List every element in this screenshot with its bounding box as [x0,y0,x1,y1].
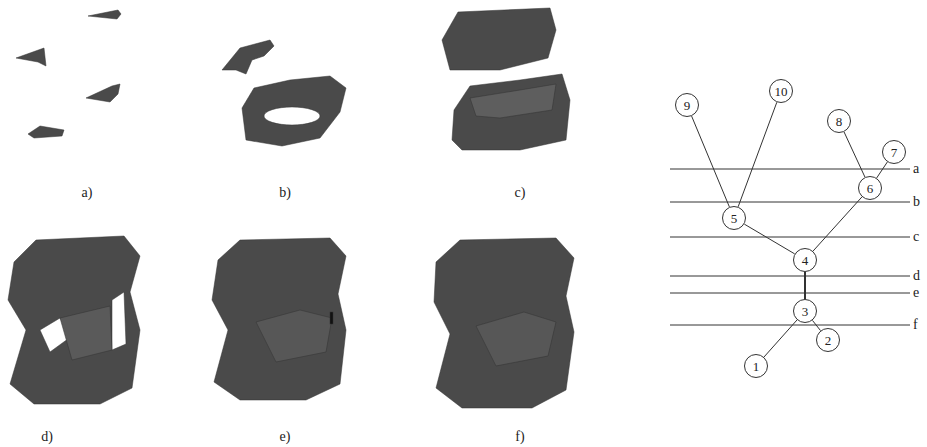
mesh-shade [60,306,112,360]
mesh-fragments [8,8,574,408]
tree-node-circle: 3 [793,299,817,323]
panel-caption: e) [280,430,291,444]
mesh-fragment [86,84,120,102]
mesh-cube [8,236,140,404]
tree-node-circle: 4 [793,248,817,272]
tree-edge [812,320,820,330]
tree-node-circle: 5 [722,206,746,230]
tree-edge [738,102,777,206]
tree-node-circle: 10 [769,79,793,103]
tree-edge [813,197,862,251]
tree-edge [804,272,806,299]
tree-node-circle: 8 [827,109,851,133]
panel-caption: f) [515,430,524,444]
level-line [670,237,910,238]
node-number: 3 [802,305,809,318]
level-line [670,293,910,294]
mesh-fragment [222,40,274,74]
level-label: a [913,162,919,176]
node-number: 7 [891,146,898,159]
tree-edge [692,116,730,207]
mesh-fragment [88,10,121,19]
node-number: 10 [775,85,788,98]
level-line [670,202,910,203]
level-label: e [913,286,919,300]
node-number: 4 [802,254,809,267]
tree-edge [744,224,794,254]
node-number: 8 [836,115,843,128]
mesh-shade [470,84,556,118]
level-line [670,276,910,277]
mesh-gap [112,292,126,350]
mesh-shade [476,312,556,366]
level-label: f [913,318,918,332]
tree-edge [844,132,865,177]
tree-node-circle: 1 [744,354,768,378]
tree-node-circle: 7 [882,140,906,164]
tree-node-circle: 6 [858,176,882,200]
mesh-fragment [16,48,46,66]
level-label: b [913,195,920,209]
level-lines [670,169,910,325]
node-number: 1 [753,360,760,373]
panel-caption: d) [41,430,53,444]
mesh-hole [264,107,320,125]
level-line [670,169,910,170]
mesh-fragment [242,76,346,146]
mesh-shade [256,310,332,362]
panel-caption: a) [82,186,93,200]
panel-caption: c) [515,186,526,200]
mesh-fragment [442,8,556,70]
level-label: d [913,269,920,283]
node-number: 2 [825,334,832,347]
mesh-gap [330,312,333,324]
node-number: 5 [731,212,738,225]
node-number: 6 [867,182,874,195]
level-line [670,325,910,326]
tree-edge [877,162,888,178]
node-number: 9 [684,99,691,112]
mesh-fragment [452,74,570,150]
panel-caption: b) [279,186,291,200]
tree-edge [764,320,797,357]
mesh-cube [212,238,346,400]
mesh-cube [434,238,574,408]
tree-node-circle: 2 [816,328,840,352]
level-label: c [913,230,919,244]
tree-node-circle: 9 [675,93,699,117]
mesh-fragment [28,126,64,138]
